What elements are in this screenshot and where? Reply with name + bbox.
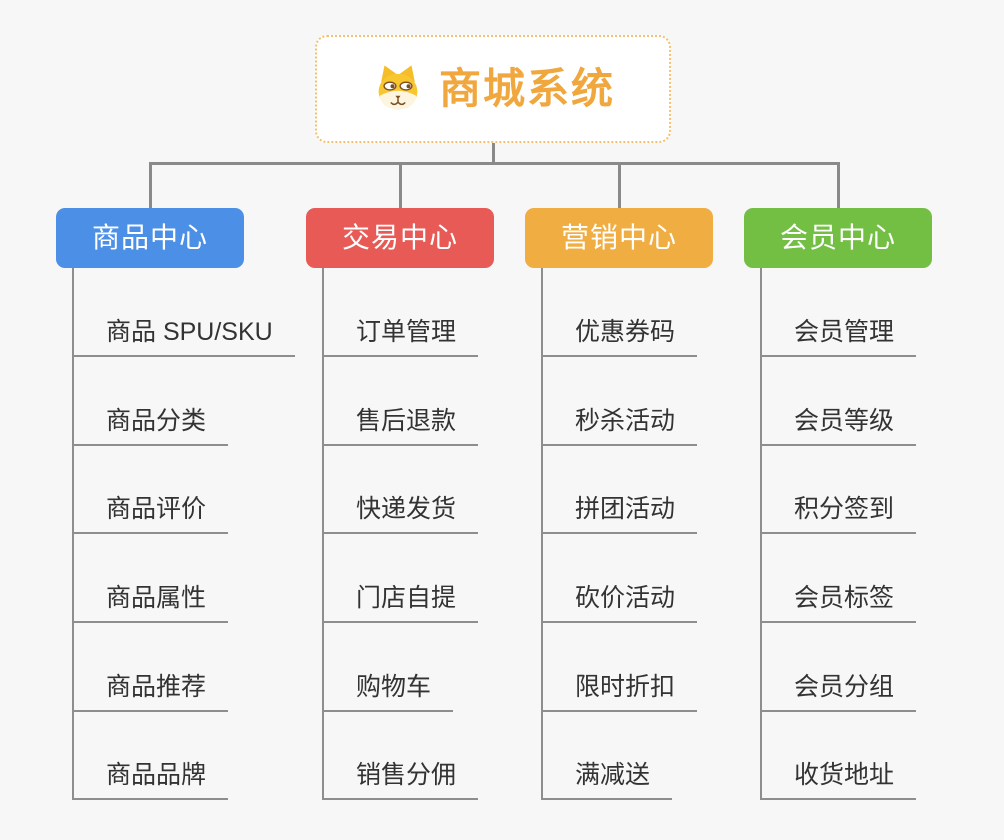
child-topic[interactable]: 商品推荐 <box>72 672 229 712</box>
child-topic[interactable]: 限时折扣 <box>541 672 698 712</box>
branch-topic-member-center[interactable]: 会员中心 <box>744 208 932 268</box>
root-topic-label: 商城系统 <box>438 65 615 112</box>
dog-face-icon <box>378 65 418 110</box>
child-topic[interactable]: 优惠券码 <box>541 317 698 357</box>
branch-drop-connector <box>837 162 840 209</box>
branch-drop-connector <box>149 162 152 209</box>
child-topic[interactable]: 砍价活动 <box>541 583 698 623</box>
branch-drop-connector <box>618 162 621 209</box>
branch-bus-connector <box>149 162 840 165</box>
child-topic[interactable]: 会员管理 <box>760 317 917 357</box>
child-topic[interactable]: 会员等级 <box>760 406 917 446</box>
root-stem-connector <box>492 141 495 163</box>
child-topic[interactable]: 会员分组 <box>760 672 917 712</box>
branch-topic-product-center[interactable]: 商品中心 <box>56 208 244 268</box>
child-topic[interactable]: 积分签到 <box>760 494 917 534</box>
child-topic[interactable]: 销售分佣 <box>322 760 479 800</box>
child-topic[interactable]: 商品品牌 <box>72 760 229 800</box>
child-topic[interactable]: 商品 SPU/SKU <box>72 317 295 357</box>
child-topic[interactable]: 会员标签 <box>760 583 917 623</box>
child-topic[interactable]: 售后退款 <box>322 406 479 446</box>
child-topic[interactable]: 商品分类 <box>72 406 229 446</box>
child-topic[interactable]: 购物车 <box>322 672 454 712</box>
child-topic[interactable]: 收货地址 <box>760 760 917 800</box>
branch-topic-marketing-center[interactable]: 营销中心 <box>525 208 713 268</box>
child-topic[interactable]: 秒杀活动 <box>541 406 698 446</box>
child-topic[interactable]: 商品评价 <box>72 494 229 534</box>
root-topic[interactable]: 商城系统 <box>315 35 671 143</box>
child-topic[interactable]: 门店自提 <box>322 583 479 623</box>
branch-topic-trade-center[interactable]: 交易中心 <box>306 208 494 268</box>
child-topic[interactable]: 快递发货 <box>322 494 479 534</box>
child-topic[interactable]: 商品属性 <box>72 583 229 623</box>
child-topic[interactable]: 拼团活动 <box>541 494 698 534</box>
child-topic[interactable]: 订单管理 <box>322 317 479 357</box>
child-topic[interactable]: 满减送 <box>541 760 673 800</box>
branch-drop-connector <box>399 162 402 209</box>
